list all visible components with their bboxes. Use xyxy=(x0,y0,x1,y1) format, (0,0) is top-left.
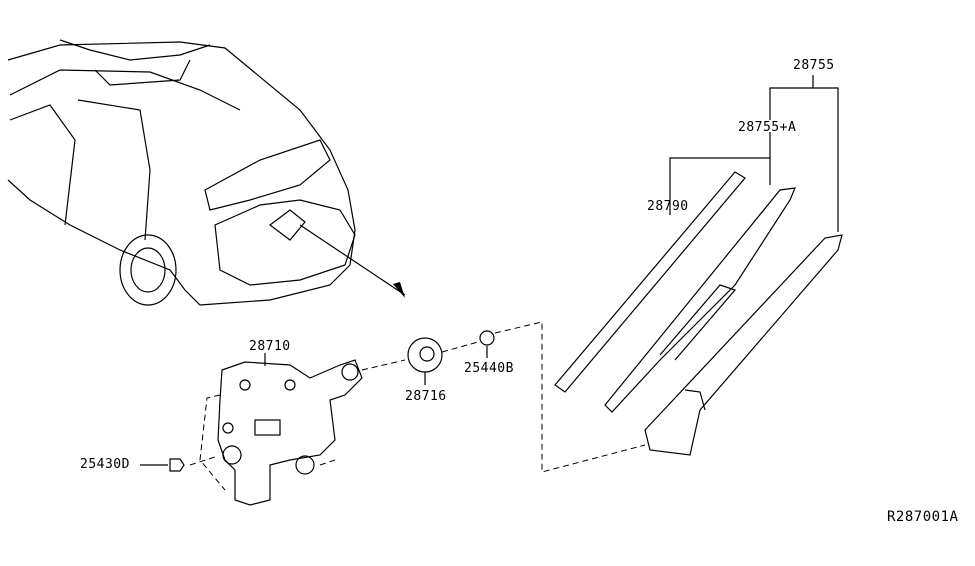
part-label-25430d[interactable]: 25430D xyxy=(80,457,130,472)
arrow-icon xyxy=(393,282,405,298)
cap-icon xyxy=(407,337,443,373)
vehicle-illustration xyxy=(7,39,406,306)
part-label-28790[interactable]: 28790 xyxy=(647,199,689,214)
nut-icon xyxy=(479,330,495,346)
bolt-icon xyxy=(169,458,185,472)
part-label-28755[interactable]: 28755 xyxy=(793,58,835,73)
part-label-28710[interactable]: 28710 xyxy=(249,339,291,354)
wiper-blade-illustration xyxy=(554,171,746,393)
wiper-arm-illustration xyxy=(604,187,796,413)
part-label-28716[interactable]: 28716 xyxy=(405,389,447,404)
part-label-25440b[interactable]: 25440B xyxy=(464,361,514,376)
wiper-motor-illustration xyxy=(217,359,363,506)
diagram-id: R287001A xyxy=(887,509,959,525)
wiper-arm-cover-illustration xyxy=(644,234,843,456)
part-label-28755-a[interactable]: 28755+A xyxy=(738,120,797,135)
